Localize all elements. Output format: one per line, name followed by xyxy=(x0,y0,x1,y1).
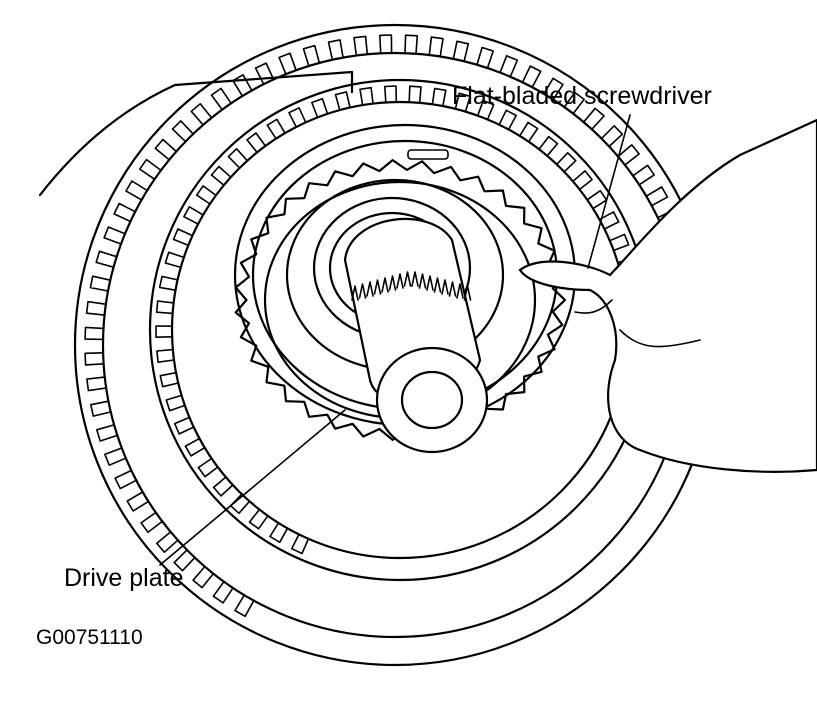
gear-tooth-set xyxy=(84,34,680,618)
screwdriver-leader-line xyxy=(587,114,631,269)
hand-with-screwdriver xyxy=(518,118,817,473)
drive-plate-label: Drive plate xyxy=(64,564,184,592)
input-shaft xyxy=(343,217,489,454)
screwdriver-label: Flat-bladed screwdriver xyxy=(452,82,712,110)
gear-tooth-set xyxy=(155,85,637,555)
figure-code: G00751110 xyxy=(36,626,143,649)
shaft-spline-teeth xyxy=(351,271,472,301)
middle-clutch-ring xyxy=(148,78,652,582)
drive-plate-leader-line xyxy=(159,409,346,566)
housing-edge xyxy=(38,70,354,197)
